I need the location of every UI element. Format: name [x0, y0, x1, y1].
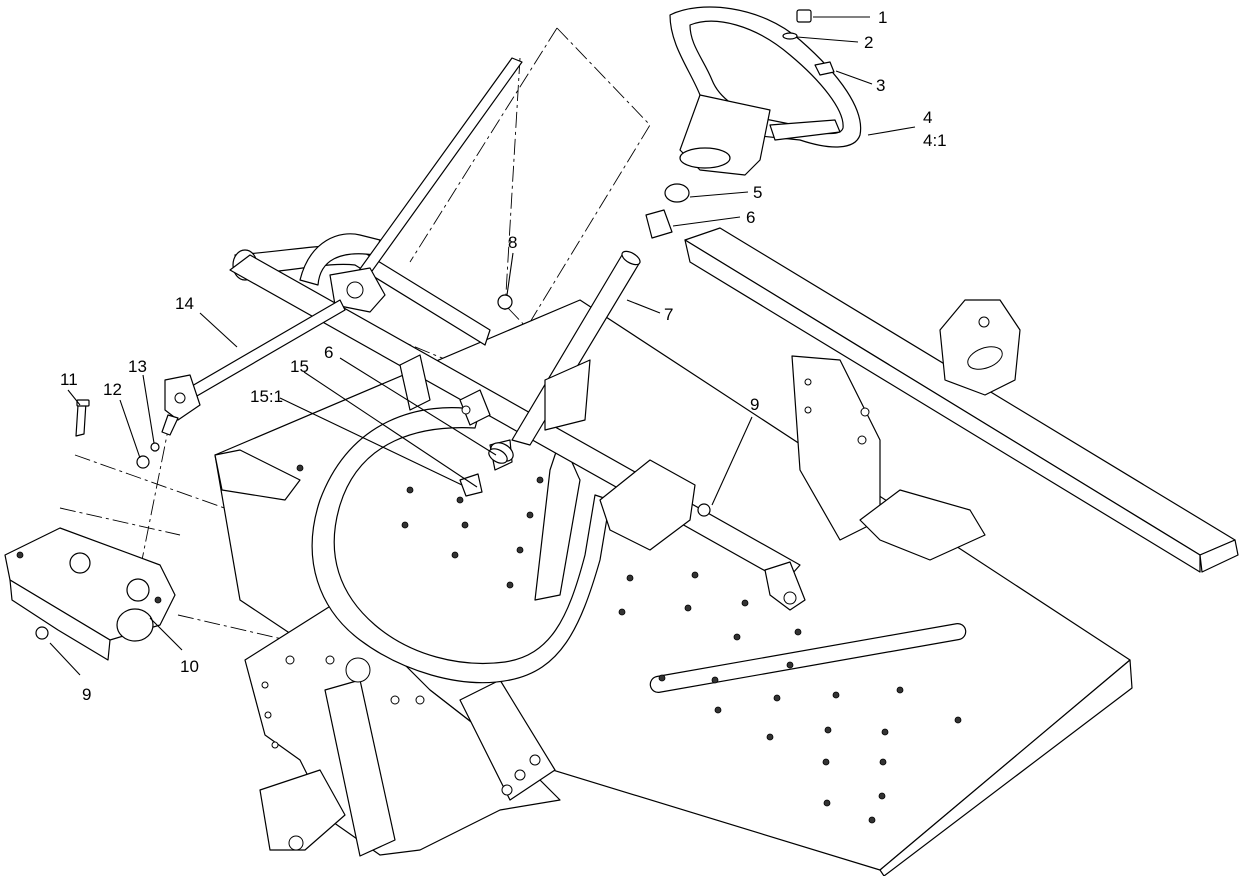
callout-9-left: 9	[82, 685, 91, 704]
callout-4-1: 4:1	[923, 131, 947, 150]
front-frame	[244, 599, 561, 857]
callout-4: 4	[923, 108, 932, 127]
callout-2: 2	[864, 33, 873, 52]
callout-15-1: 15:1	[250, 387, 283, 406]
steering-shaft	[161, 57, 523, 436]
callout-10: 10	[180, 657, 199, 676]
callout-9-right: 9	[750, 395, 759, 414]
steering-gearbox	[4, 527, 176, 661]
callout-11: 11	[60, 370, 78, 389]
callout-13: 13	[128, 357, 147, 376]
callout-1: 1	[878, 8, 887, 27]
callout-labels: 1 2 3 4 4:1 5 6 7 8 9 14 11 12 13 15 6 1…	[60, 8, 947, 704]
rear-frame-rail	[684, 227, 1239, 573]
callout-6-mid: 6	[324, 343, 333, 362]
floor-plate	[214, 299, 1133, 876]
leader-lines	[49, 16, 916, 676]
steering-wheel	[669, 6, 862, 176]
callout-14: 14	[175, 294, 194, 313]
callout-15: 15	[290, 357, 309, 376]
callout-3: 3	[876, 76, 885, 95]
floor-holes	[296, 464, 962, 824]
callout-12: 12	[103, 380, 122, 399]
callout-8: 8	[508, 233, 517, 252]
callout-5: 5	[753, 183, 762, 202]
callout-6-top: 6	[746, 208, 755, 227]
cross-tube	[229, 254, 806, 611]
callout-7: 7	[664, 305, 673, 324]
